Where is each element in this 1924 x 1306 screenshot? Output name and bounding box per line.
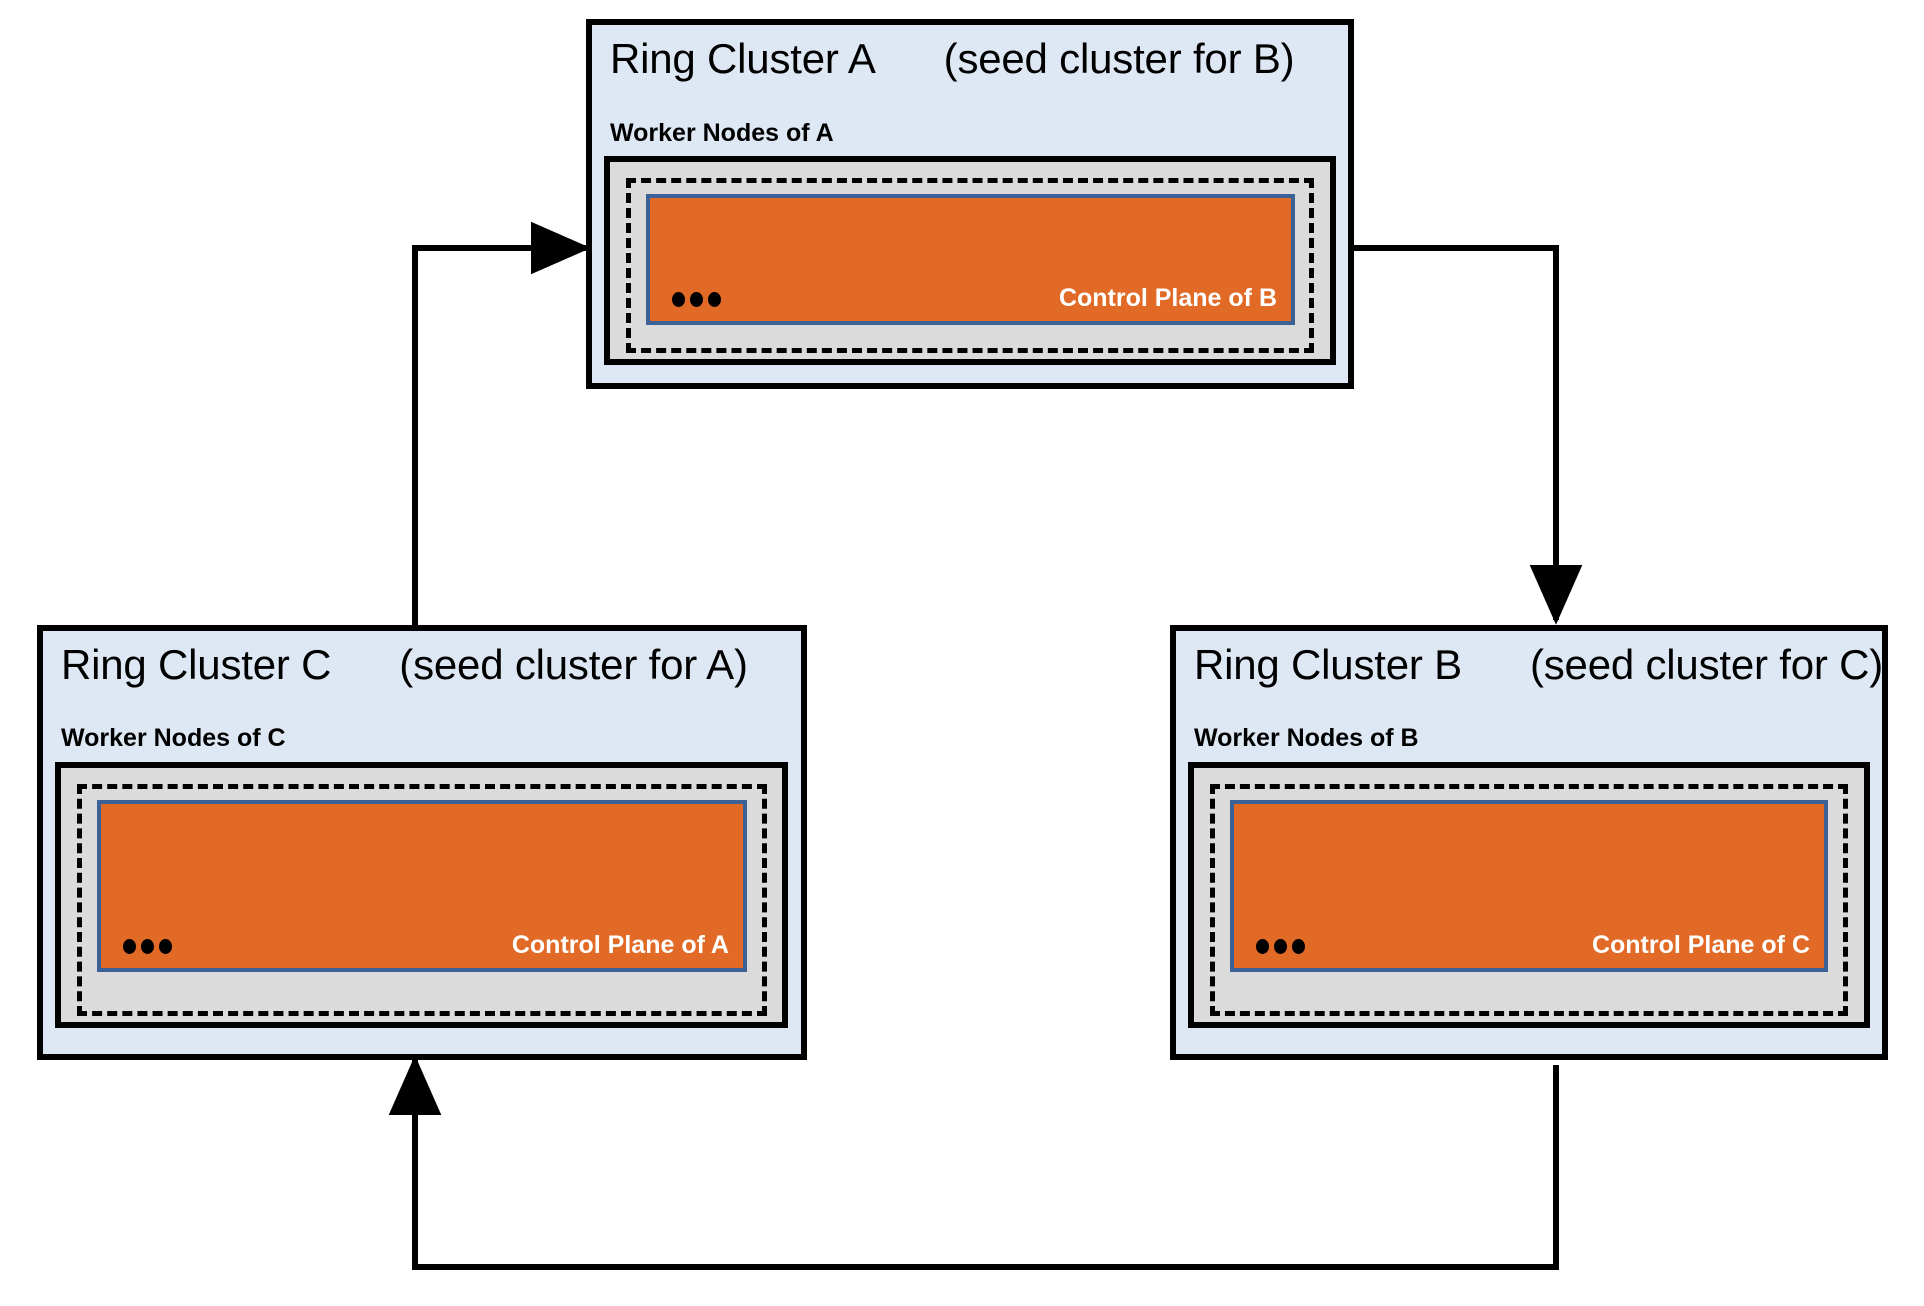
arrow-c-to-a bbox=[412, 221, 591, 625]
cluster-b-dashed-box bbox=[1210, 784, 1848, 1016]
cluster-a-title: Ring Cluster A (seed cluster for B) bbox=[610, 35, 1295, 83]
cluster-b-title: Ring Cluster B (seed cluster for C) bbox=[1194, 641, 1883, 689]
cluster-c-seed-note: (seed cluster for A) bbox=[399, 641, 748, 688]
cluster-c-ellipsis-icon bbox=[123, 939, 172, 954]
cluster-c-worker-label: Worker Nodes of C bbox=[61, 724, 286, 752]
cluster-a-dashed-box bbox=[626, 178, 1314, 353]
cluster-c[interactable]: Ring Cluster C (seed cluster for A) Work… bbox=[37, 625, 807, 1060]
arrow-a-to-b bbox=[1354, 245, 1583, 625]
cluster-a-name: Ring Cluster A bbox=[610, 35, 876, 82]
cluster-a-control-plane[interactable]: Control Plane of B bbox=[646, 194, 1295, 325]
cluster-b-seed-note: (seed cluster for C) bbox=[1529, 641, 1884, 688]
cluster-c-name: Ring Cluster C bbox=[61, 641, 332, 688]
cluster-b-name: Ring Cluster B bbox=[1194, 641, 1462, 688]
cluster-b-control-plane-label: Control Plane of C bbox=[1591, 931, 1810, 959]
cluster-c-control-plane-label: Control Plane of A bbox=[511, 931, 729, 959]
cluster-c-title: Ring Cluster C (seed cluster for A) bbox=[61, 641, 748, 689]
cluster-a-worker-label: Worker Nodes of A bbox=[610, 119, 834, 147]
cluster-c-control-plane[interactable]: Control Plane of A bbox=[97, 800, 747, 972]
cluster-a-ellipsis-icon bbox=[672, 292, 721, 307]
cluster-a-seed-note: (seed cluster for B) bbox=[943, 35, 1295, 82]
cluster-b-ellipsis-icon bbox=[1256, 939, 1305, 954]
cluster-b-worker-box[interactable]: Control Plane of C bbox=[1188, 762, 1870, 1028]
cluster-c-dashed-box bbox=[77, 784, 767, 1016]
cluster-a[interactable]: Ring Cluster A (seed cluster for B) Work… bbox=[586, 19, 1354, 389]
cluster-c-worker-box[interactable]: Control Plane of A bbox=[55, 762, 788, 1028]
cluster-b[interactable]: Ring Cluster B (seed cluster for C) Work… bbox=[1170, 625, 1888, 1060]
cluster-a-control-plane-label: Control Plane of B bbox=[1058, 284, 1277, 312]
arrow-b-to-c bbox=[388, 1055, 1559, 1270]
cluster-b-worker-label: Worker Nodes of B bbox=[1194, 724, 1419, 752]
cluster-a-worker-box[interactable]: Control Plane of B bbox=[604, 156, 1336, 365]
cluster-b-control-plane[interactable]: Control Plane of C bbox=[1230, 800, 1828, 972]
